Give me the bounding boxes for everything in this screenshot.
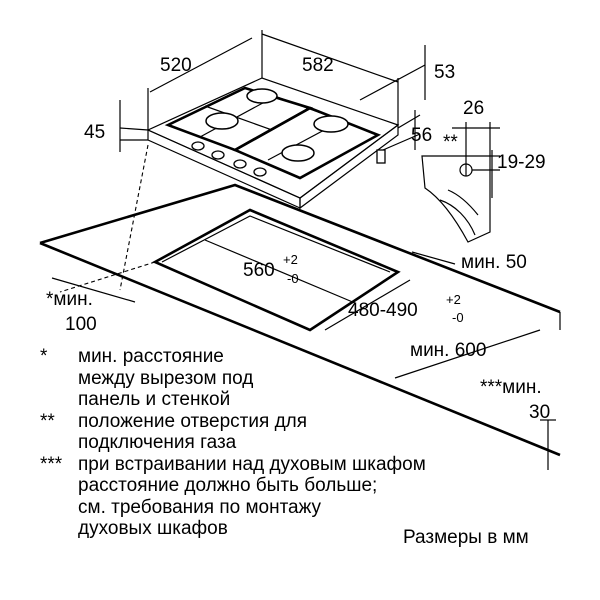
hob (146, 77, 400, 210)
dim-45: 45 (84, 122, 105, 143)
gas-connection-detail (421, 122, 500, 243)
gas-connection (376, 149, 386, 164)
dim-56: 56 (411, 125, 432, 146)
gas-position-mark: ** (443, 132, 458, 153)
knob-1 (191, 141, 205, 151)
footnote-text: при встраивании над духовым шкафом расст… (78, 453, 426, 540)
dim-min-100-line1: *мин. (46, 289, 93, 310)
dim-cutout-depth-tol-minus: -0 (452, 310, 464, 325)
footnotes: * мин. расстояние между вырезом под пане… (40, 346, 540, 540)
footnote-3: *** при встраивании над духовым шкафом р… (40, 454, 540, 540)
dim-min-30-line2: 30 (529, 402, 550, 423)
burner-back-left (246, 88, 278, 104)
worktop (39, 183, 561, 457)
burner-front-right (281, 144, 315, 162)
dim-cutout-width: 560 (243, 260, 275, 281)
units-label: Размеры в мм (403, 527, 529, 548)
footnote-mark: *** (40, 453, 63, 475)
footnote-mark: ** (40, 410, 55, 432)
dim-cutout-width-tol-plus: +2 (283, 252, 298, 267)
dim-53: 53 (434, 62, 455, 83)
dim-582: 582 (302, 55, 334, 76)
dim-19-29: 19-29 (497, 152, 546, 173)
dim-min-50: мин. 50 (461, 252, 527, 273)
knob-3 (233, 159, 247, 169)
footnote-1: * мин. расстояние между вырезом под пане… (40, 346, 540, 411)
knob-2 (211, 150, 225, 160)
burner-back-right (313, 115, 349, 133)
footnote-mark: * (40, 346, 48, 367)
dim-26: 26 (463, 98, 484, 119)
dim-cutout-depth: 480-490 (348, 300, 418, 321)
dim-cutout-depth-tol-plus: +2 (446, 292, 461, 307)
dim-min-600: мин. 600 (410, 340, 486, 361)
dim-min-100-line2: 100 (65, 314, 97, 335)
dimension-lines (51, 30, 556, 470)
footnote-text: мин. расстояние между вырезом под панель… (78, 346, 254, 410)
dim-cutout-width-tol-minus: -0 (287, 271, 299, 286)
dim-520: 520 (160, 55, 192, 76)
footnote-text: положение отверстия для подключения газа (78, 410, 308, 454)
knob-4 (253, 167, 267, 177)
burner-front-left (205, 112, 239, 130)
dim-min-30-line1: ***мин. (480, 377, 542, 398)
footnote-2: ** положение отверстия для подключения г… (40, 411, 540, 454)
